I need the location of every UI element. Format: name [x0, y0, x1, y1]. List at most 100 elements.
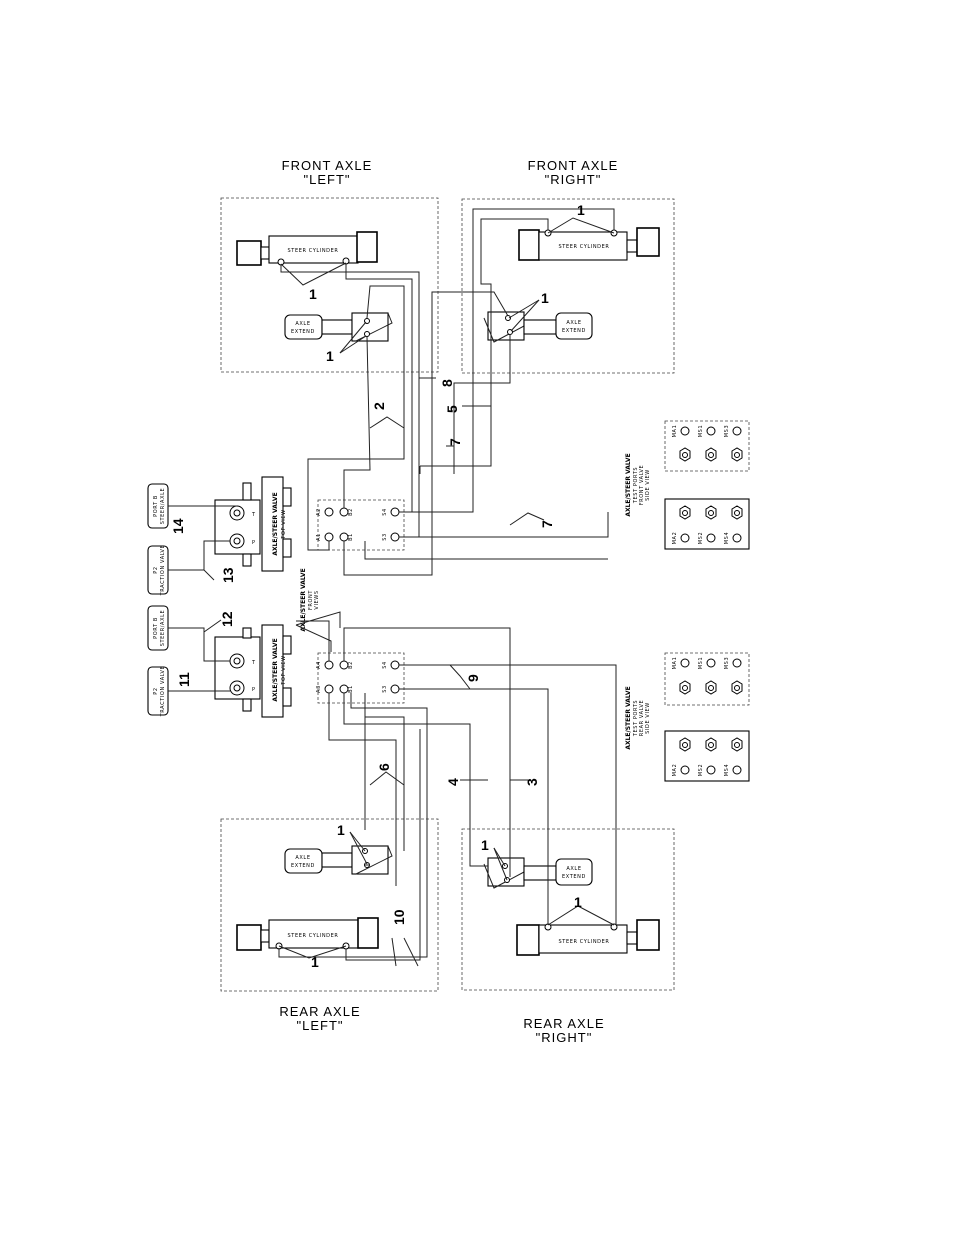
svg-text:MA2: MA2 — [672, 764, 678, 777]
svg-text:MS3: MS3 — [724, 657, 730, 669]
svg-text:AXLE: AXLE — [295, 321, 310, 327]
svg-text:6: 6 — [376, 763, 392, 771]
valve-ports-front: A2 A1 B2 B1 S4 S3 — [316, 499, 405, 551]
svg-text:"LEFT": "LEFT" — [303, 172, 350, 187]
svg-text:FRONT: FRONT — [308, 590, 314, 610]
svg-text:AXLE/STEER VALVE: AXLE/STEER VALVE — [272, 638, 279, 701]
svg-text:EXTEND: EXTEND — [291, 863, 315, 869]
svg-text:7: 7 — [539, 520, 555, 528]
steer-cylinder-rear-right: STEER CYLINDER — [516, 919, 660, 956]
svg-text:1: 1 — [326, 348, 334, 364]
svg-text:MS1: MS1 — [698, 657, 704, 669]
svg-text:REAR AXLE: REAR AXLE — [523, 1016, 604, 1031]
svg-text:3: 3 — [524, 778, 540, 786]
svg-text:B2: B2 — [348, 508, 354, 516]
svg-text:AXLE: AXLE — [295, 855, 310, 861]
svg-text:1: 1 — [311, 954, 319, 970]
svg-text:AXLE/STEER VALVE: AXLE/STEER VALVE — [300, 568, 307, 631]
svg-text:MS4: MS4 — [724, 532, 730, 544]
svg-text:4: 4 — [445, 778, 461, 786]
steer-cylinder-rear-left: STEER CYLINDER — [236, 917, 379, 951]
svg-text:B1: B1 — [348, 533, 354, 541]
svg-text:14: 14 — [170, 518, 186, 534]
test-ports-front-bottom: MA2 MS2 MS4 — [664, 498, 750, 550]
svg-text:EXTEND: EXTEND — [291, 329, 315, 335]
svg-text:STEER CYLINDER: STEER CYLINDER — [288, 248, 339, 254]
svg-text:T: T — [251, 660, 256, 666]
svg-text:P2: P2 — [153, 566, 159, 573]
svg-text:SIDE VIEW: SIDE VIEW — [645, 469, 651, 501]
svg-text:TOP VIEW: TOP VIEW — [281, 509, 287, 539]
callouts: 1 1 1 1 2 8 5 7 7 14 13 12 11 — [170, 202, 615, 970]
axle-extend-front-right: AXLE EXTEND — [483, 311, 593, 343]
svg-text:AXLE: AXLE — [566, 320, 581, 326]
svg-text:"RIGHT": "RIGHT" — [545, 172, 602, 187]
svg-text:P: P — [252, 687, 256, 693]
front-left-axle-box — [220, 197, 439, 373]
svg-text:REAR VALVE: REAR VALVE — [639, 700, 645, 736]
svg-text:FRONT VALVE: FRONT VALVE — [639, 465, 645, 506]
svg-text:12: 12 — [219, 611, 235, 627]
svg-text:TOP VIEW: TOP VIEW — [281, 655, 287, 685]
svg-text:MS2: MS2 — [698, 764, 704, 776]
traction-valve-lower: P2 TRACTION VALVE — [147, 666, 169, 718]
svg-text:TRACTION VALVE: TRACTION VALVE — [160, 666, 166, 718]
traction-valve-upper: P2 TRACTION VALVE — [147, 545, 169, 596]
axle-extend-rear-left: AXLE EXTEND — [284, 845, 393, 875]
test-ports-front-label: AXLE/STEER VALVE TEST PORTS FRONT VALVE … — [625, 453, 651, 516]
svg-text:13: 13 — [220, 567, 236, 583]
svg-text:S4: S4 — [382, 508, 388, 516]
svg-text:MA1: MA1 — [672, 425, 678, 438]
svg-text:1: 1 — [577, 202, 585, 218]
svg-text:11: 11 — [176, 672, 192, 687]
test-ports-rear-bottom: MA2 MS2 MS4 — [664, 730, 750, 782]
svg-text:2: 2 — [371, 402, 387, 410]
svg-text:"RIGHT": "RIGHT" — [536, 1030, 593, 1045]
port-b-steer-axle-upper: PORT B STEER/AXLE — [147, 483, 169, 529]
svg-text:1: 1 — [481, 837, 489, 853]
svg-text:1: 1 — [541, 290, 549, 306]
svg-text:FRONT AXLE: FRONT AXLE — [282, 158, 373, 173]
svg-text:TEST PORTS: TEST PORTS — [633, 467, 639, 504]
test-ports-rear-top: MA1 MS1 MS3 — [664, 652, 750, 706]
rear-left-axle-box — [220, 818, 439, 992]
svg-text:S3: S3 — [382, 685, 388, 693]
svg-text:AXLE/STEER VALVE: AXLE/STEER VALVE — [272, 492, 279, 555]
svg-text:MA1: MA1 — [672, 657, 678, 670]
leader-front-views-bottom — [295, 624, 332, 652]
axle-steer-valve-lower: T P AXLE/STEER VALVE TOP VIEW — [214, 624, 292, 718]
svg-text:STEER CYLINDER: STEER CYLINDER — [559, 939, 610, 945]
svg-text:10: 10 — [391, 909, 407, 925]
svg-text:REAR AXLE: REAR AXLE — [279, 1004, 360, 1019]
test-ports-front-top: MA1 MS1 MS3 — [664, 420, 750, 472]
svg-text:P: P — [252, 540, 256, 546]
svg-text:TEST PORTS: TEST PORTS — [633, 700, 639, 737]
svg-text:S4: S4 — [382, 661, 388, 669]
svg-text:MA2: MA2 — [672, 532, 678, 545]
title-rear-right: REAR AXLE "RIGHT" — [523, 1016, 604, 1045]
svg-text:MS3: MS3 — [724, 425, 730, 437]
hoses — [168, 208, 617, 961]
svg-text:T: T — [251, 512, 256, 518]
svg-text:PORT B: PORT B — [153, 617, 159, 639]
svg-text:EXTEND: EXTEND — [562, 874, 586, 880]
svg-text:STEER/AXLE: STEER/AXLE — [160, 488, 166, 525]
title-front-right: FRONT AXLE "RIGHT" — [528, 158, 619, 187]
svg-text:B1: B1 — [348, 685, 354, 693]
front-views-label: AXLE/STEER VALVE FRONT VIEWS — [300, 568, 320, 631]
svg-text:A4: A4 — [316, 661, 322, 669]
svg-text:AXLE: AXLE — [566, 866, 581, 872]
port-b-steer-axle-lower: PORT B STEER/AXLE — [147, 605, 169, 651]
svg-text:AXLE/STEER VALVE: AXLE/STEER VALVE — [625, 686, 632, 749]
svg-text:STEER CYLINDER: STEER CYLINDER — [559, 244, 610, 250]
svg-text:VIEWS: VIEWS — [314, 590, 320, 609]
svg-text:FRONT AXLE: FRONT AXLE — [528, 158, 619, 173]
svg-text:EXTEND: EXTEND — [562, 328, 586, 334]
svg-text:1: 1 — [337, 822, 345, 838]
svg-text:5: 5 — [444, 405, 460, 413]
svg-text:AXLE/STEER VALVE: AXLE/STEER VALVE — [625, 453, 632, 516]
axle-extend-front-left: AXLE EXTEND — [284, 312, 393, 342]
svg-text:A2: A2 — [316, 508, 322, 516]
svg-text:1: 1 — [309, 286, 317, 302]
